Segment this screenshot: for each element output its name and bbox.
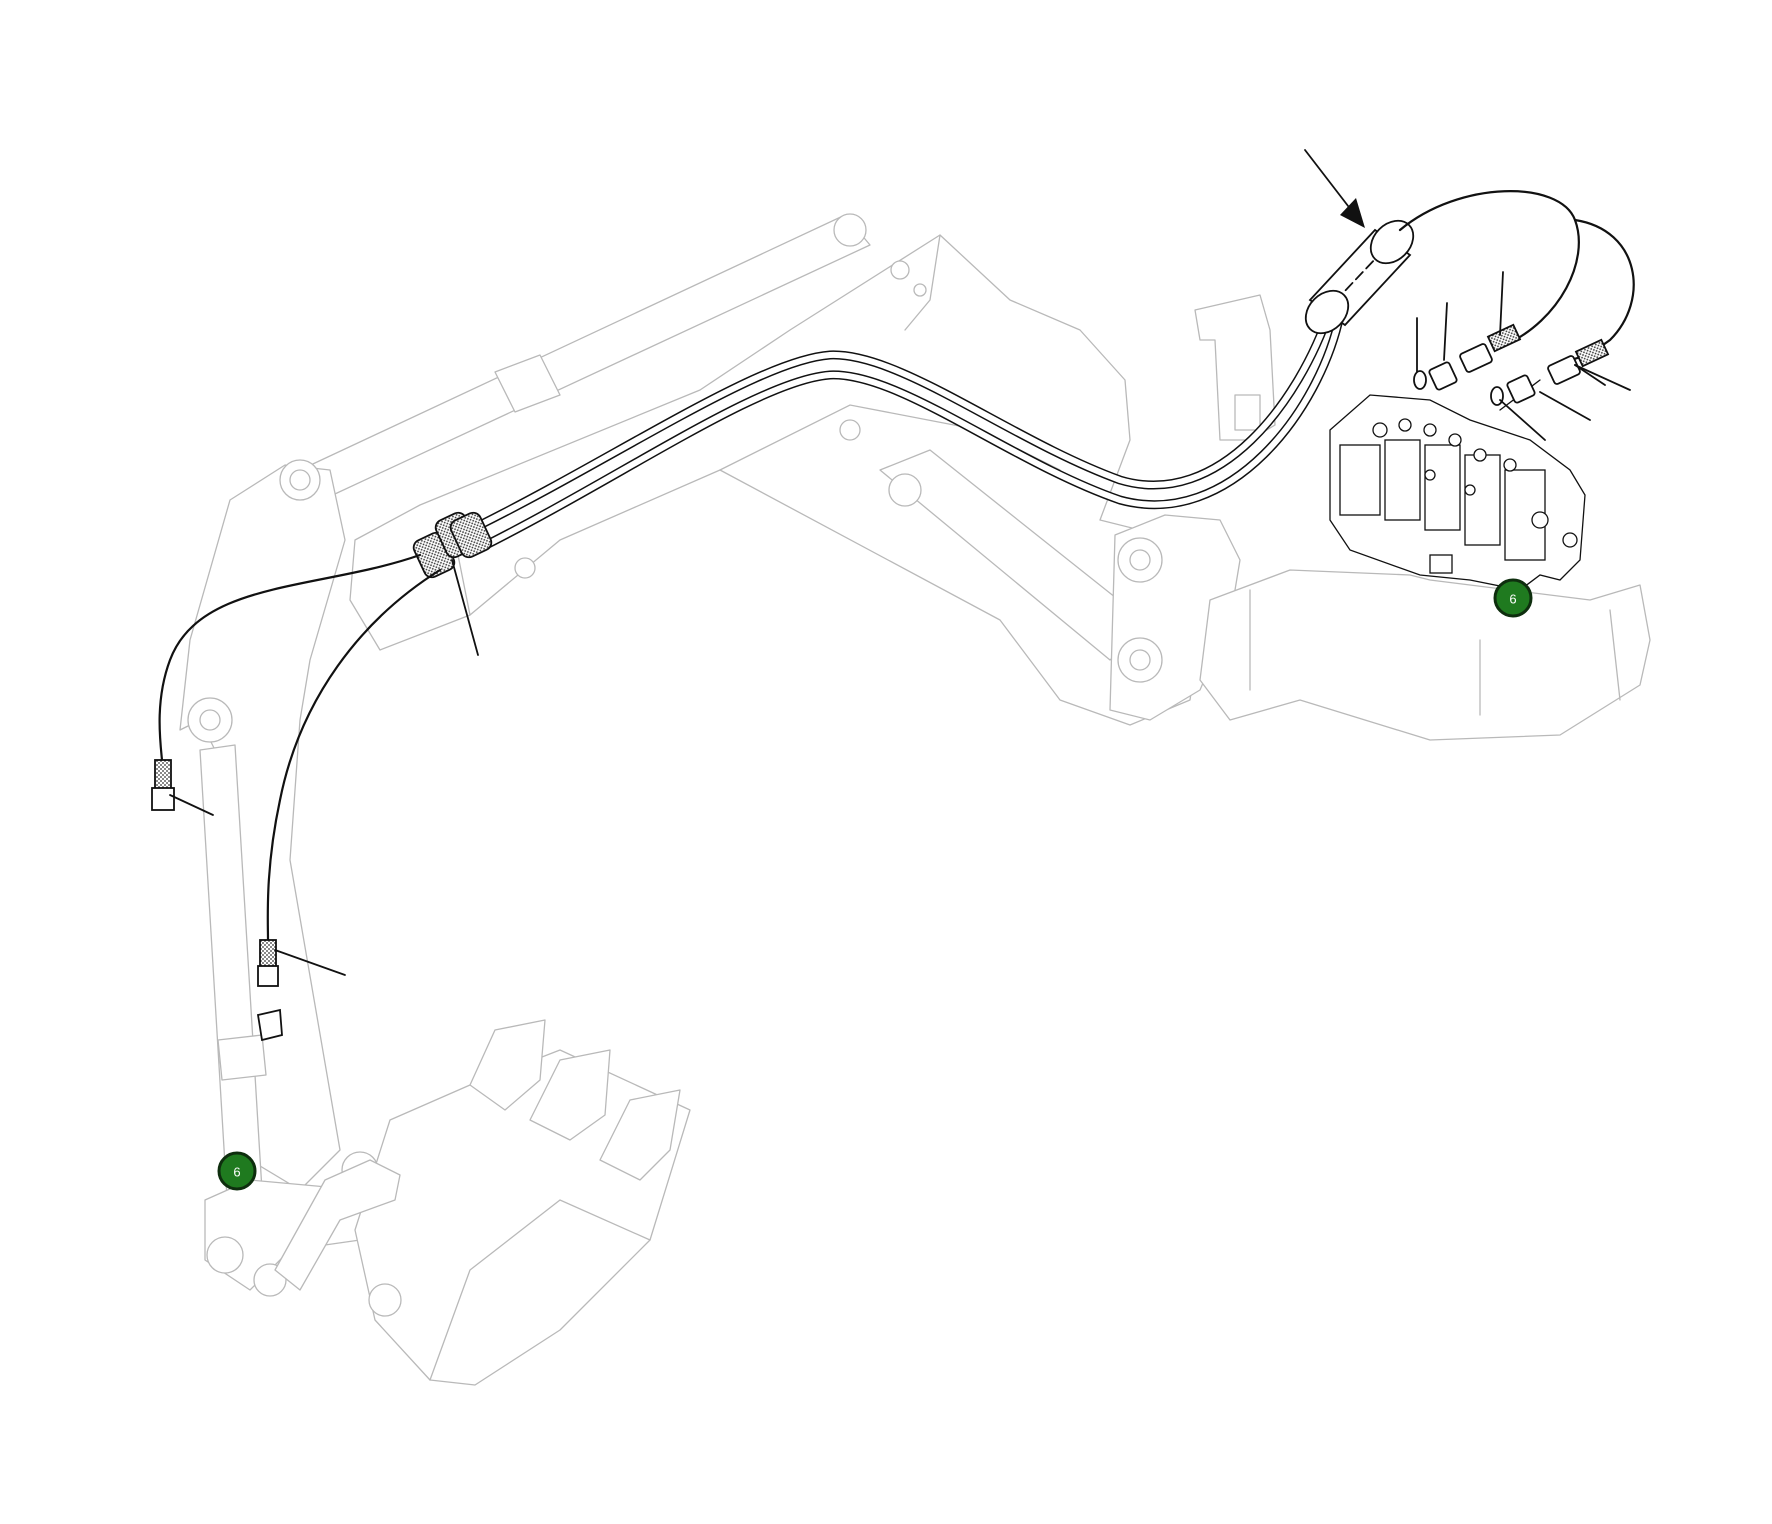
adapter-fitting: [1506, 374, 1536, 404]
ghosted-excavator: [179, 213, 1651, 1386]
bucket-tooth: [469, 1019, 546, 1111]
leader-line: [1499, 271, 1504, 336]
hose-end-fitting: [259, 939, 277, 969]
stick-hose-inner: [266, 568, 442, 942]
callout-marker[interactable]: [1493, 578, 1533, 618]
callout-marker[interactable]: [217, 1151, 257, 1191]
hose-end: [1574, 338, 1610, 368]
leader-line: [1574, 364, 1606, 386]
leader-line: [1574, 364, 1631, 391]
callout-6-valve[interactable]: 6: [1493, 578, 1533, 618]
bucket-tooth: [529, 1049, 611, 1141]
control-valve-bank: [1329, 379, 1586, 591]
o-ring: [1413, 370, 1427, 390]
adapter-fitting: [1459, 343, 1493, 373]
callout-label: 6: [233, 1165, 240, 1180]
hose-end: [1486, 323, 1522, 353]
callout-label: 6: [1509, 592, 1516, 607]
valve-fittings: [1413, 323, 1610, 406]
sleeve-clamp: [1369, 219, 1415, 265]
hose-end-fitting: [257, 965, 279, 987]
pilot-hose: [1398, 190, 1580, 347]
adapter-fitting: [1428, 361, 1458, 391]
leader-line: [274, 949, 346, 976]
callout-6-stick[interactable]: 6: [217, 1151, 257, 1191]
leader-line: [1539, 391, 1591, 421]
pilot-hose: [1558, 218, 1635, 364]
bucket-tooth: [599, 1089, 681, 1181]
arrow-head: [1340, 198, 1365, 228]
leader-line: [451, 559, 479, 656]
leader-line: [1443, 302, 1448, 361]
hose-end-fitting: [151, 787, 175, 811]
upper-frame: [1199, 569, 1651, 741]
adapter-fitting: [1547, 355, 1581, 385]
elbow-fitting: [256, 1008, 283, 1042]
sleeve-clamp: [1304, 289, 1350, 335]
leader-lines: [169, 149, 1631, 976]
leader-line: [169, 794, 214, 816]
o-ring: [1490, 386, 1504, 406]
leader-line: [1499, 399, 1546, 441]
hose-end-fitting: [154, 759, 172, 791]
stick-hose-outer: [158, 553, 422, 762]
main-hose-assembly: [151, 190, 1635, 1042]
arrow-shaft: [1304, 149, 1356, 216]
hose-coupling: [449, 511, 493, 559]
boom-body: [349, 234, 1206, 726]
